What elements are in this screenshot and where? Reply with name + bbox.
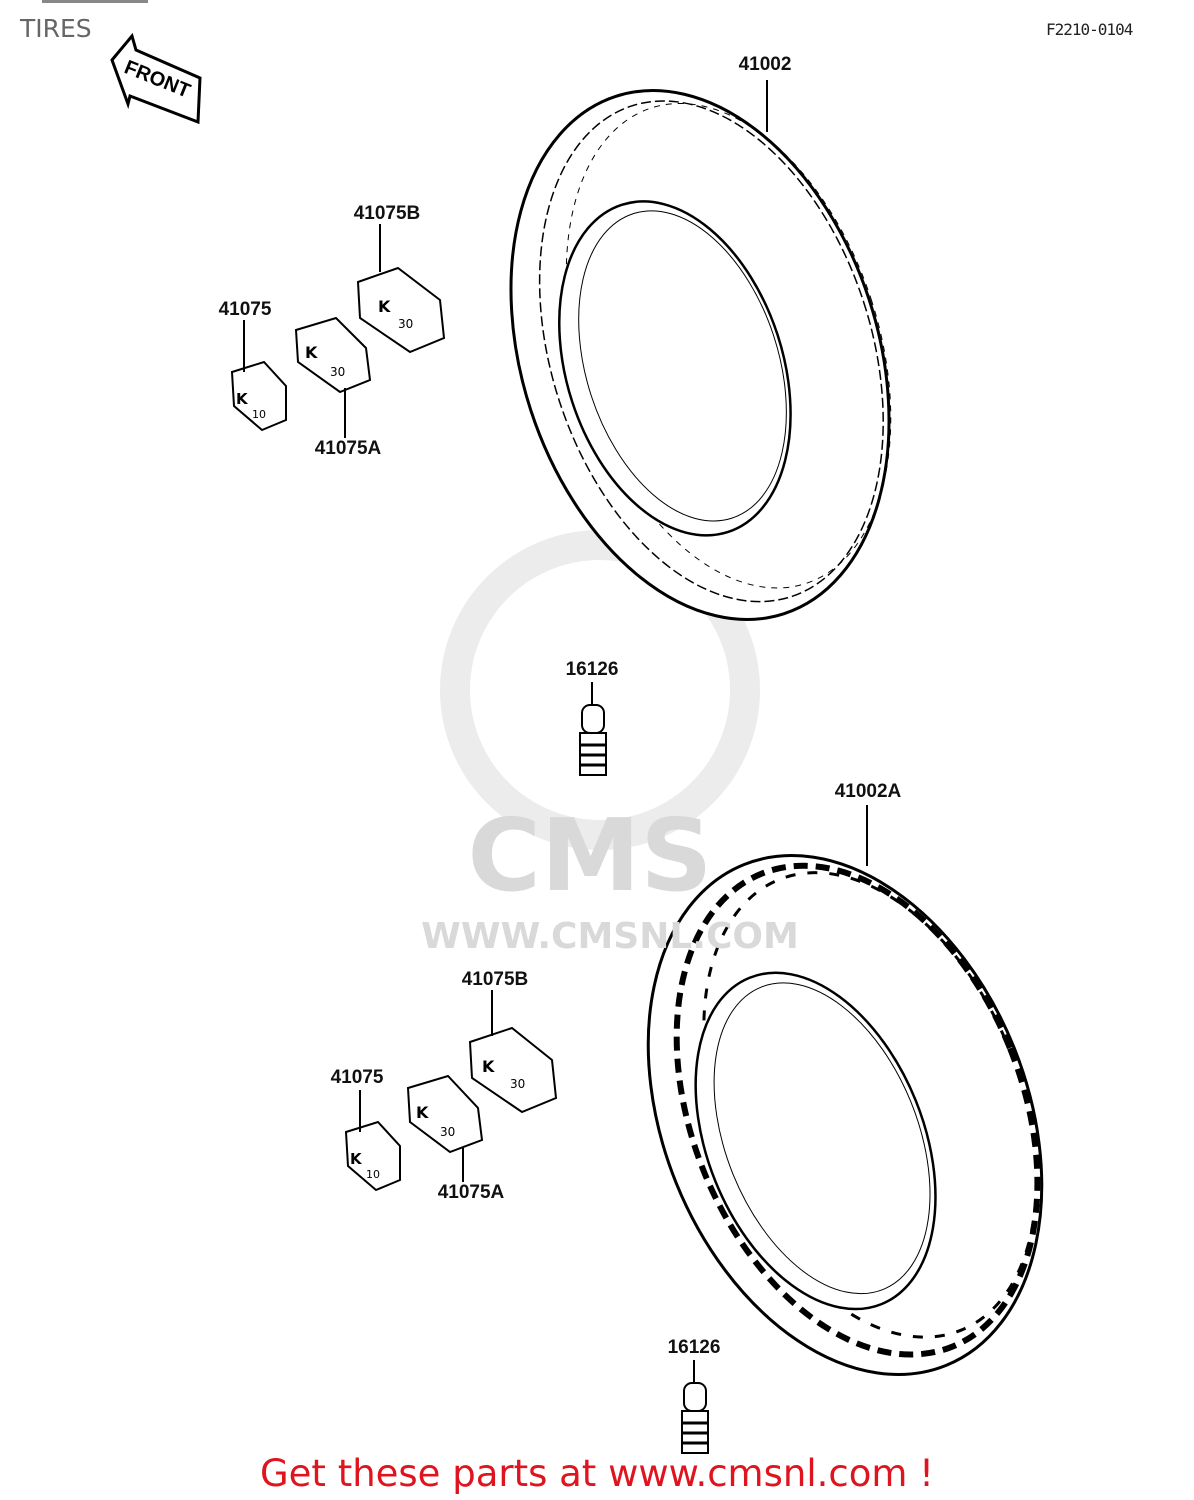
callout-label[interactable]: 16126 bbox=[667, 1337, 721, 1358]
callout-label[interactable]: 41075B bbox=[461, 969, 529, 990]
balance-weight[interactable]: K 30 bbox=[356, 266, 446, 354]
balance-weight[interactable]: K10 bbox=[344, 1120, 401, 1192]
balance-weight[interactable]: K10 bbox=[230, 360, 287, 432]
balance-weight[interactable]: K 30 bbox=[294, 316, 372, 394]
diagram-code: F2210-0104 bbox=[1046, 20, 1133, 39]
watermark-logo: CMS WWW.CMSNL.COM bbox=[421, 797, 799, 957]
svg-text:10: 10 bbox=[252, 408, 266, 421]
callout-label[interactable]: 41075A bbox=[314, 438, 382, 459]
tire-rear[interactable] bbox=[575, 796, 1115, 1433]
callout-label[interactable]: 41075 bbox=[218, 299, 272, 320]
valve-cap[interactable] bbox=[681, 1382, 709, 1454]
watermark-url: WWW.CMSNL.COM bbox=[421, 916, 799, 957]
svg-text:30: 30 bbox=[440, 1125, 455, 1139]
balance-weight[interactable]: K 30 bbox=[468, 1026, 558, 1114]
callout-label[interactable]: 41002 bbox=[738, 54, 792, 75]
svg-text:30: 30 bbox=[398, 317, 413, 331]
svg-text:K: K bbox=[378, 297, 391, 316]
svg-text:K: K bbox=[350, 1150, 363, 1168]
callout-label[interactable]: 41075 bbox=[330, 1067, 384, 1088]
header-rule bbox=[42, 0, 148, 3]
front-arrow-icon: FRONT bbox=[110, 32, 202, 125]
svg-text:K: K bbox=[236, 390, 249, 408]
svg-text:30: 30 bbox=[510, 1077, 525, 1091]
page-title: TIRES bbox=[20, 14, 92, 43]
leader-lines bbox=[243, 80, 868, 1384]
callout-label[interactable]: 16126 bbox=[565, 659, 619, 680]
svg-text:K: K bbox=[416, 1103, 429, 1122]
watermark-ring bbox=[440, 530, 760, 850]
svg-text:10: 10 bbox=[366, 1168, 380, 1181]
svg-text:30: 30 bbox=[330, 365, 345, 379]
tire-front[interactable] bbox=[447, 41, 956, 669]
svg-text:K: K bbox=[305, 343, 318, 362]
svg-text:K: K bbox=[482, 1057, 495, 1076]
callout-label[interactable]: 41075A bbox=[437, 1182, 505, 1203]
footer-link[interactable]: Get these parts at www.cmsnl.com ! bbox=[259, 1452, 934, 1495]
watermark-logo-text: CMS bbox=[468, 797, 713, 914]
balance-weight[interactable]: K 30 bbox=[406, 1074, 484, 1154]
valve-cap[interactable] bbox=[579, 704, 607, 776]
callout-label[interactable]: 41002A bbox=[834, 781, 902, 802]
callout-label[interactable]: 41075B bbox=[353, 203, 421, 224]
